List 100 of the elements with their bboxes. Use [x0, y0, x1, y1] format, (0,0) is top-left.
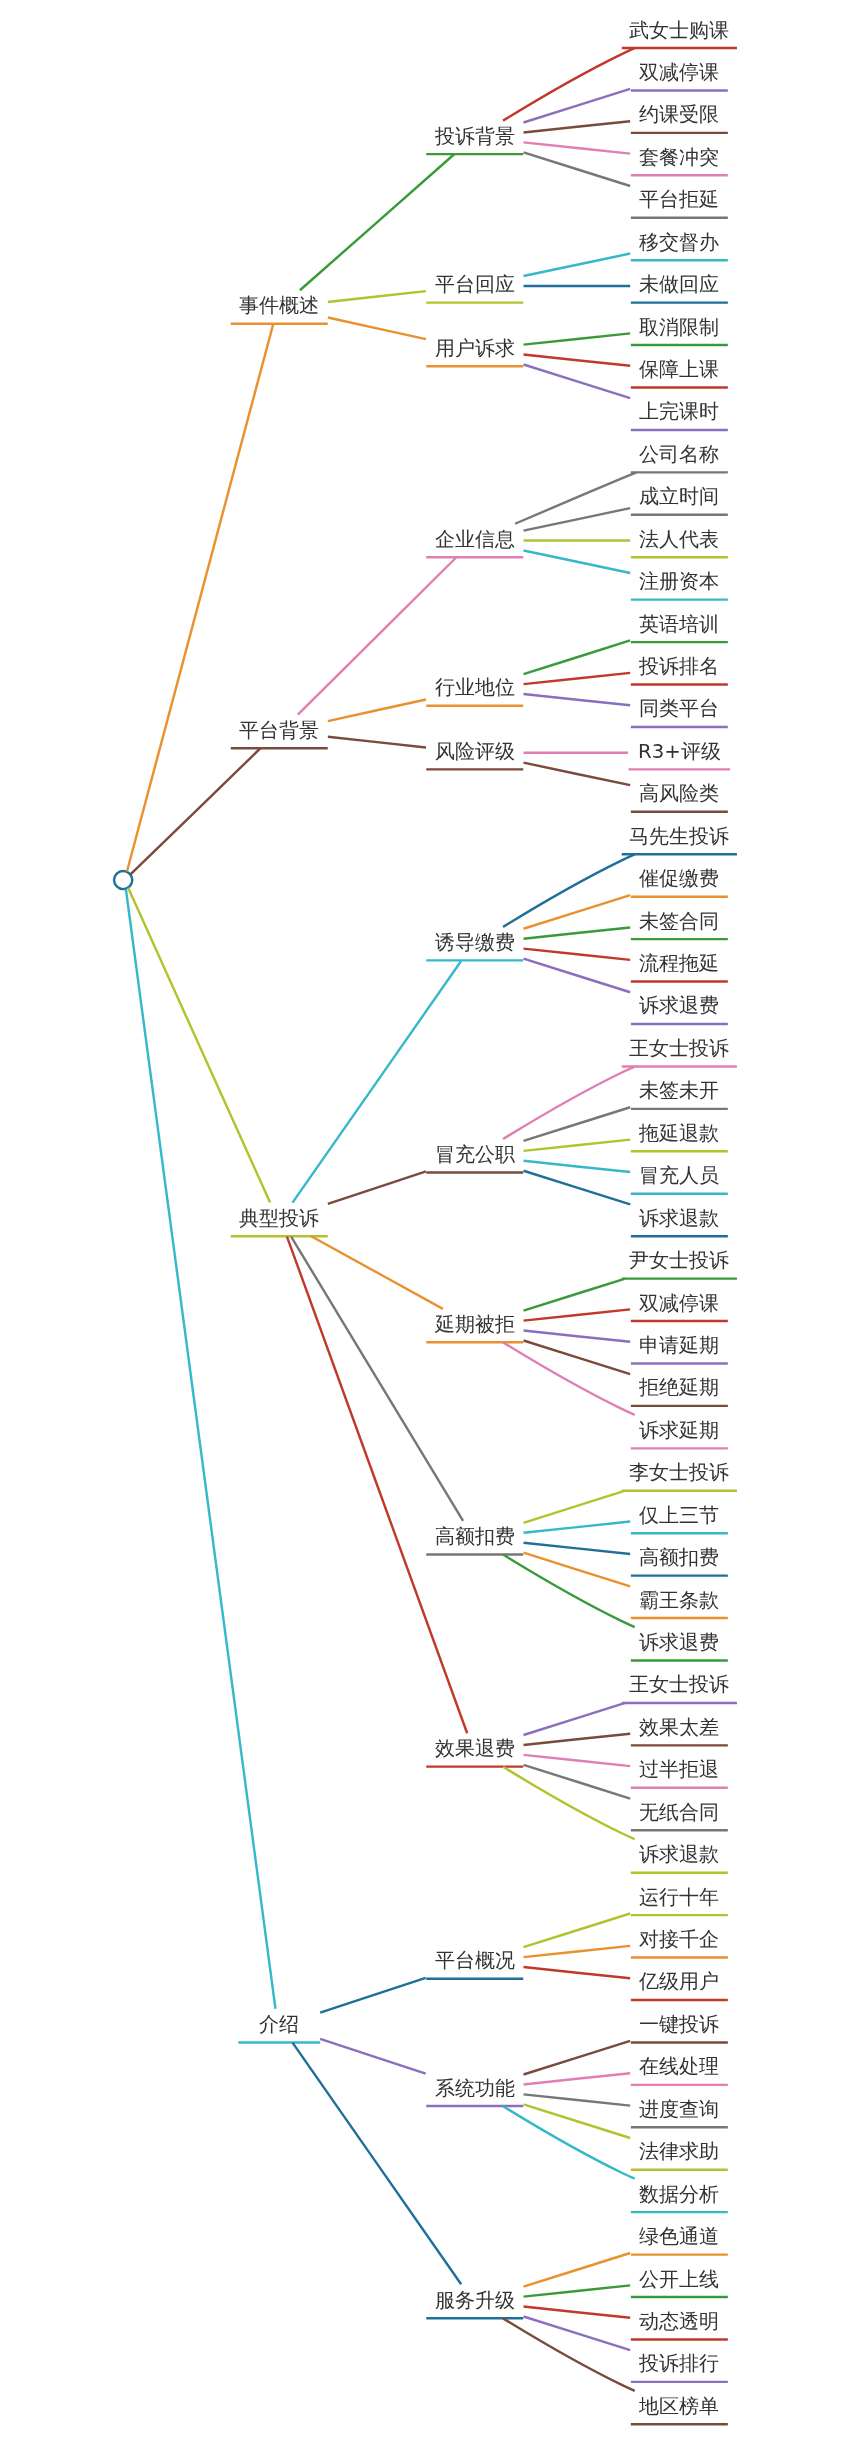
connector — [327, 1170, 427, 1206]
connector — [523, 1329, 631, 1343]
node-text: 服务升级 — [434, 2288, 515, 2312]
node-text: 仅上三节 — [639, 1503, 720, 1527]
node-text: 霸王条款 — [639, 1588, 720, 1612]
node-text: 高风险类 — [639, 782, 720, 806]
node-text: 风险评级 — [434, 739, 515, 763]
connector — [319, 2037, 427, 2075]
node-text: 拒绝延期 — [639, 1376, 720, 1400]
node-text: 尹女士投诉 — [629, 1249, 730, 1273]
connector — [523, 284, 631, 288]
connector — [523, 1520, 631, 1534]
connector — [502, 853, 636, 928]
connector — [523, 1106, 631, 1143]
connector — [523, 2251, 631, 2288]
node-text: 效果太差 — [639, 1715, 720, 1739]
connector — [523, 1169, 631, 1206]
connector — [299, 153, 455, 292]
connector — [514, 471, 637, 525]
connector — [523, 1551, 631, 1588]
node-text: 对接千企 — [639, 1928, 720, 1952]
node-text: 平台概况 — [434, 1949, 515, 1973]
node-text: 平台回应 — [434, 273, 515, 297]
connector — [502, 1341, 636, 1416]
connector — [523, 1339, 631, 1376]
connector — [523, 1308, 631, 1322]
connector — [523, 539, 631, 542]
connector — [523, 1912, 631, 1949]
node-text: 进度查询 — [639, 2097, 720, 2121]
connector — [523, 692, 631, 707]
connector — [129, 747, 262, 876]
connector — [523, 120, 631, 134]
node-text: 介绍 — [259, 2012, 300, 2036]
connector — [502, 2317, 636, 2392]
connector — [523, 1701, 625, 1737]
node-text: 双减停课 — [639, 60, 720, 84]
node-text: 李女士投诉 — [629, 1461, 730, 1485]
connector — [523, 1732, 631, 1747]
connector — [523, 1944, 631, 1959]
connector — [523, 2072, 631, 2086]
node-text: 诉求延期 — [639, 1418, 720, 1442]
node-text: 用户诉求 — [434, 336, 515, 360]
node-text: 亿级用户 — [639, 1970, 720, 1994]
connector — [523, 893, 631, 930]
node-circle — [112, 869, 134, 891]
node-text: 投诉排行 — [639, 2352, 720, 2376]
node-text: 诱导缴费 — [434, 930, 515, 954]
node-text: 延期被拒 — [434, 1312, 515, 1336]
connector — [327, 735, 427, 749]
node-text: 成立时间 — [639, 485, 720, 509]
connector — [502, 1765, 636, 1841]
node-text: 冒充公职 — [434, 1143, 515, 1166]
node-text: 平台拒延 — [639, 188, 720, 212]
connector — [523, 252, 631, 278]
connector — [127, 887, 272, 1204]
node-text: 系统功能 — [434, 2076, 515, 2100]
connector — [523, 1277, 625, 1312]
connector — [502, 2105, 636, 2180]
node-text: 效果退费 — [434, 1737, 515, 1761]
node-text: 移交督办 — [639, 230, 720, 254]
node-text: 上完课时 — [639, 400, 720, 424]
connector — [523, 2103, 631, 2140]
node-text: 数据分析 — [639, 2182, 720, 2206]
connector — [523, 671, 631, 686]
connector — [523, 332, 631, 346]
node-text: 诉求退费 — [639, 1631, 720, 1654]
connector — [297, 556, 457, 716]
node-text: 未签合同 — [639, 909, 720, 933]
node-text: 约课受限 — [639, 103, 720, 127]
connector — [523, 2039, 631, 2076]
node-text: 典型投诉 — [239, 1206, 320, 1230]
node-text: 英语培训 — [639, 612, 720, 636]
connector — [319, 1976, 427, 2014]
node-text: 公开上线 — [639, 2267, 720, 2291]
connector — [523, 761, 631, 787]
connector — [523, 957, 631, 994]
node-text: 马先生投诉 — [629, 824, 730, 848]
node-text: 绿色通道 — [639, 2225, 720, 2249]
connector — [502, 1065, 636, 1141]
node-text: 无纸合同 — [639, 1800, 720, 1824]
node-text: 动态透明 — [639, 2309, 720, 2333]
connector — [523, 2284, 631, 2298]
connector — [291, 960, 463, 1204]
connector — [523, 1763, 631, 1800]
connector — [310, 1235, 444, 1310]
node-text: 公司名称 — [639, 442, 720, 466]
connector — [523, 926, 631, 940]
node-text: 未做回应 — [639, 273, 720, 297]
node-text: 王女士投诉 — [629, 1673, 730, 1697]
node-text: 行业地位 — [434, 676, 515, 700]
connector — [523, 363, 631, 400]
node-text: 双减停课 — [639, 1291, 720, 1315]
connector — [523, 2093, 631, 2107]
node-text: R3+评级 — [638, 739, 721, 763]
connector — [523, 751, 629, 754]
node-text: 冒充人员 — [639, 1164, 720, 1188]
connector — [523, 353, 631, 367]
node-text: 诉求退款 — [639, 1843, 720, 1867]
node-text: 催促缴费 — [639, 867, 720, 891]
node-text: 拖延退款 — [639, 1121, 720, 1145]
